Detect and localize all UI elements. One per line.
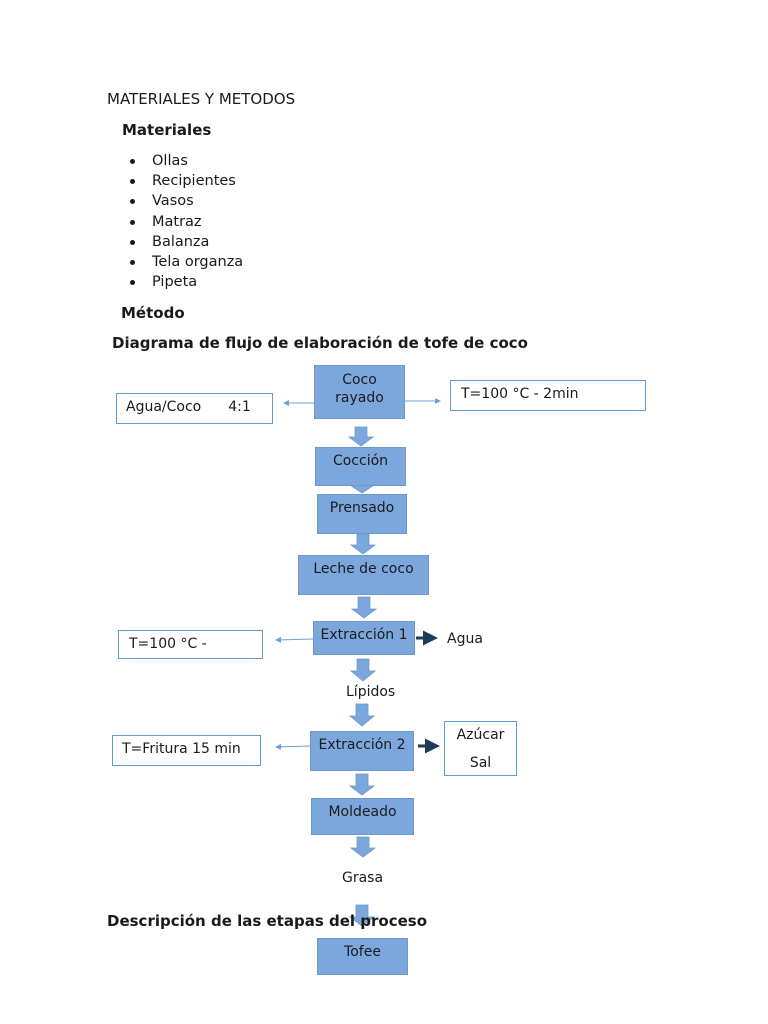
list-item: Vasos — [130, 191, 243, 211]
ingredient-sal: Sal — [469, 755, 492, 771]
list-item: Balanza — [130, 232, 243, 252]
ratio-label: Agua/Coco — [126, 399, 202, 415]
diagram-title: Diagrama de flujo de elaboración de tofe… — [112, 334, 528, 352]
temperature-box: T=100 °C - 2min — [450, 380, 646, 411]
flow-node-moldeado: Moldeado — [311, 798, 414, 835]
ratio-box: Agua/Coco 4:1 — [116, 393, 273, 424]
flow-node-coco-rayado: Coco rayado — [314, 365, 405, 419]
ingredient-azucar: Azúcar — [456, 727, 505, 743]
node-label: Coco — [342, 372, 377, 388]
list-item: Matraz — [130, 212, 243, 232]
down-arrow — [349, 533, 377, 555]
flow-node-extraccion-1: Extracción 1 — [313, 621, 415, 655]
list-item: Pipeta — [130, 272, 243, 292]
connector-line — [275, 636, 314, 643]
flow-node-leche-de-coco: Leche de coco — [298, 555, 429, 595]
list-item: Recipientes — [130, 171, 243, 191]
output-lipidos: Lípidos — [346, 684, 396, 700]
flow-node-extraccion-2: Extracción 2 — [310, 731, 414, 771]
temperature-box: T=Fritura 15 min — [112, 735, 261, 766]
down-arrow — [350, 596, 378, 619]
method-title: Método — [121, 304, 185, 322]
flow-node-tofee: Tofee — [317, 938, 408, 975]
down-arrow — [347, 426, 375, 447]
flow-node-prensado: Prensado — [317, 494, 407, 534]
down-arrow — [348, 773, 376, 796]
materials-list: Ollas Recipientes Vasos Matraz Balanza T… — [130, 151, 243, 292]
section-heading: MATERIALES Y METODOS — [107, 90, 296, 108]
down-arrow — [348, 904, 376, 927]
output-grasa: Grasa — [342, 870, 384, 886]
ratio-value: 4:1 — [228, 399, 251, 415]
materials-title: Materiales — [122, 121, 212, 139]
list-item: Tela organza — [130, 252, 243, 272]
description-title: Descripción de las etapas del proceso — [107, 912, 427, 930]
temperature-box: T=100 °C - — [118, 630, 263, 659]
down-arrow — [348, 703, 376, 727]
ingredients-box: Azúcar Sal — [444, 721, 517, 776]
output-agua: Agua — [447, 631, 483, 647]
connector-line — [275, 743, 311, 750]
down-arrow — [349, 836, 377, 858]
down-arrow — [349, 658, 377, 682]
node-label: rayado — [335, 390, 384, 406]
list-item: Ollas — [130, 151, 243, 171]
flow-node-coccion: Cocción — [315, 447, 406, 486]
